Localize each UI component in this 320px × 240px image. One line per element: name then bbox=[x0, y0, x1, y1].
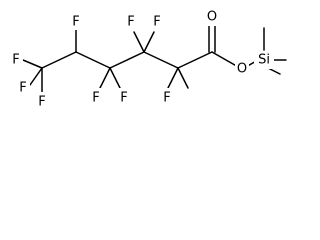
bond-c1-f2 bbox=[29, 67, 43, 86]
c3-fluorine-bonds bbox=[99, 67, 121, 89]
atom-label-o-ester: O bbox=[237, 62, 247, 77]
bond-c2-c3 bbox=[75, 51, 111, 69]
c5-fluorine-bonds bbox=[167, 67, 189, 89]
skeleton-bonds bbox=[41, 51, 259, 69]
bond-c1-c2 bbox=[41, 51, 77, 69]
c4-fluorine-bonds bbox=[133, 31, 155, 53]
bond-c4-fb bbox=[143, 31, 155, 53]
c1-fluorine-bonds bbox=[22, 59, 43, 94]
atom-label-f3: F bbox=[38, 95, 45, 110]
atom-label-f6: F bbox=[120, 91, 127, 106]
atom-label-f2: F bbox=[19, 81, 26, 96]
carbonyl-double-bond bbox=[208, 25, 216, 53]
bond-c3-c4 bbox=[109, 51, 145, 69]
bond-c5-fb bbox=[177, 67, 189, 89]
atom-label-o-carbonyl: O bbox=[207, 10, 217, 25]
atom-label-si: Si bbox=[258, 53, 270, 68]
bond-c3-fa bbox=[99, 67, 111, 89]
bond-c4-c5 bbox=[143, 51, 179, 69]
atom-label-f4: F bbox=[72, 15, 79, 30]
molecule-diagram: F F F F F F F F F O O Si bbox=[9, 8, 287, 110]
bond-c4-fa bbox=[133, 31, 145, 53]
atom-label-f7: F bbox=[127, 15, 134, 30]
atom-label-f9: F bbox=[163, 91, 170, 106]
atom-label-f8: F bbox=[153, 15, 160, 30]
bond-c3-fb bbox=[109, 67, 121, 89]
bond-c5-fa bbox=[167, 67, 179, 89]
structure-canvas: F F F F F F F F F O O Si bbox=[0, 0, 288, 112]
atom-label-f1: F bbox=[12, 53, 19, 68]
bond-c1-f1 bbox=[22, 59, 43, 69]
bond-c5-c6 bbox=[177, 51, 213, 69]
atom-label-f5: F bbox=[92, 91, 99, 106]
atom-labels: F F F F F F F F F O O Si bbox=[9, 8, 274, 110]
